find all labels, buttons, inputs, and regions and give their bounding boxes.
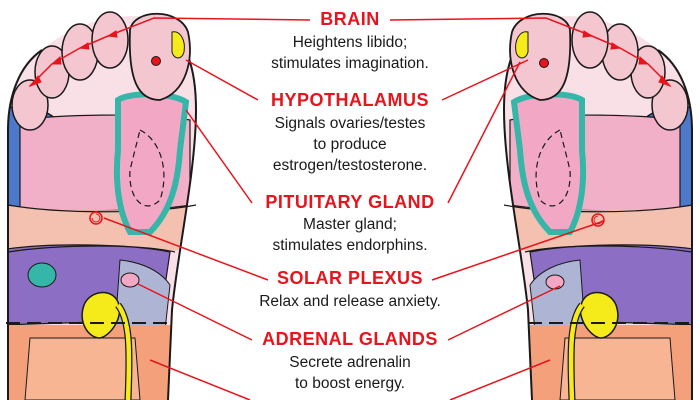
desc-line: Secrete adrenalin [289,354,411,371]
label-desc-solar-plexus: Relax and release anxiety. [259,291,441,312]
desc-line: Signals ovaries/testes [274,115,426,132]
desc-line: stimulates endorphins. [272,237,428,254]
label-title-adrenal-glands: ADRENAL GLANDS [262,329,438,349]
left-toes [11,11,191,131]
desc-line: Master gland; [303,216,397,233]
left-foot [6,11,198,400]
label-title-pituitary-gland: PITUITARY GLAND [265,192,435,212]
label-title-solar-plexus: SOLAR PLEXUS [276,268,424,288]
brain-toe-arrows [28,17,672,88]
right-foot [502,11,694,400]
desc-line: estrogen/testosterone. [272,157,428,174]
label-title-brain: BRAIN [320,9,380,29]
label-desc-pituitary-gland: Master gland; stimulates endorphins. [272,214,427,256]
desc-line: Relax and release anxiety. [259,293,441,310]
desc-line: Heightens libido; [292,34,408,51]
desc-line: to boost energy. [294,375,405,392]
label-desc-brain: Heightens libido; stimulates imagination… [271,32,429,74]
leader-lines [103,59,605,400]
desc-line: to produce [313,136,387,153]
right-toes [509,11,689,131]
label-desc-adrenal-glands: Secrete adrenalin to boost energy. [289,352,411,394]
desc-line: stimulates imagination. [271,55,429,72]
label-title-hypothalamus: HYPOTHALAMUS [271,90,429,110]
label-desc-hypothalamus: Signals ovaries/testes to produce estrog… [273,113,427,176]
